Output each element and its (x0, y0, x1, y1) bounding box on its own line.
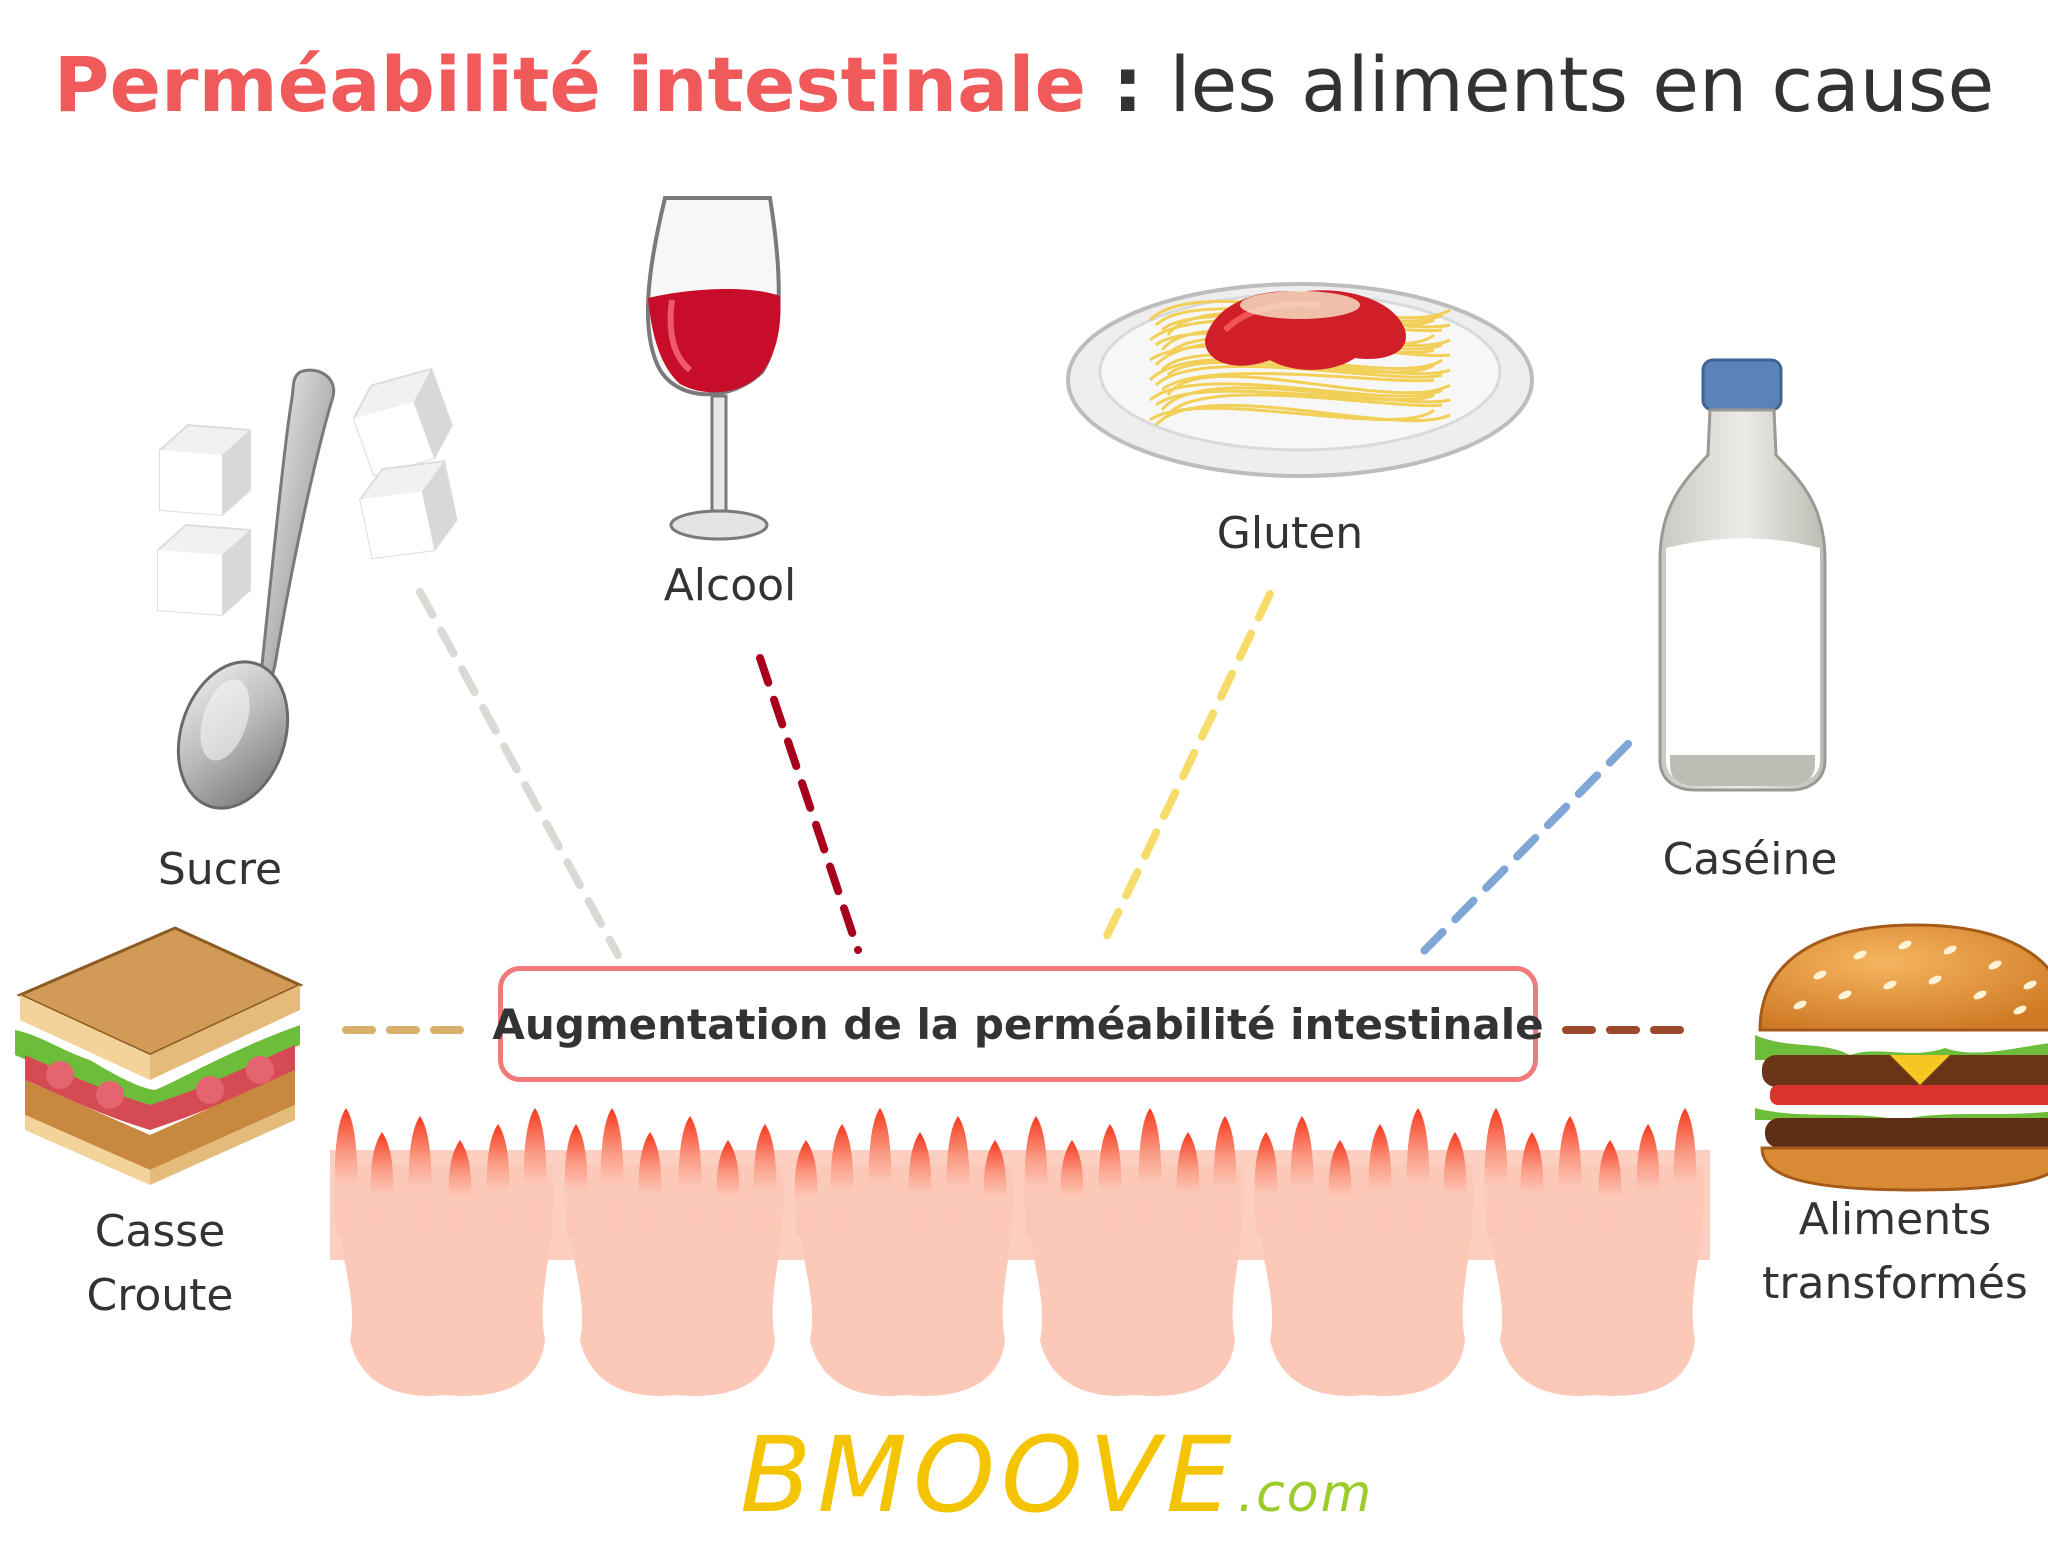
sesame-seed (1838, 990, 1852, 1000)
pasta-strand (1166, 393, 1443, 416)
connector-caseine (1416, 740, 1632, 959)
villus (908, 1132, 932, 1235)
villus (600, 1108, 624, 1235)
sugar-spoon-icon (157, 367, 458, 810)
villus (334, 1108, 358, 1235)
villus (1060, 1140, 1084, 1235)
pasta-strand (1160, 386, 1451, 411)
villus (1254, 1132, 1278, 1235)
connector-sucre (416, 588, 622, 959)
epithelial-cell (1256, 1165, 1474, 1396)
villus (716, 1140, 740, 1235)
epithelial-cell (566, 1165, 784, 1396)
villus (564, 1124, 588, 1235)
sesame-seed (1988, 960, 2002, 970)
villus (1598, 1140, 1622, 1235)
title-accent: Perméabilité intestinale (53, 40, 1087, 129)
pasta-strand (1149, 382, 1443, 402)
sesame-seed (1898, 940, 1912, 950)
pasta-strand (1166, 374, 1451, 396)
villus (370, 1132, 394, 1235)
wine-glass-icon (646, 196, 781, 541)
villus (1024, 1116, 1048, 1235)
label-aliments-transformes-line1: Aliments (1798, 1194, 1992, 1245)
epithelial-cell (1486, 1165, 1704, 1396)
epithelial-cell (336, 1165, 554, 1396)
brand-logo: BMOOVE.com (740, 1420, 1371, 1530)
villus (946, 1116, 970, 1235)
villus (983, 1140, 1007, 1235)
label-aliments-transformes: Aliments transformés (1745, 1188, 2045, 1316)
title-separator: : (1086, 40, 1170, 129)
sandwich-icon (15, 926, 304, 1185)
epithelial-cell (1026, 1165, 1244, 1396)
villus (1558, 1116, 1582, 1235)
pasta-strand (1154, 403, 1451, 426)
spaghetti-plate-icon (1066, 282, 1534, 478)
villus (1673, 1108, 1697, 1235)
sesame-seed (1973, 990, 1987, 1000)
villus (753, 1124, 777, 1235)
milk-bottle-icon (1658, 358, 1827, 792)
villus (1138, 1108, 1162, 1235)
villus (830, 1124, 854, 1235)
villus (678, 1116, 702, 1235)
label-casse-croute-line2: Croute (86, 1270, 234, 1321)
villus (448, 1140, 472, 1235)
sesame-seed (1883, 980, 1897, 990)
burger-icon (1755, 923, 2048, 1192)
page-title: Perméabilité intestinale : les aliments … (0, 40, 2048, 129)
villus (1098, 1124, 1122, 1235)
label-casse-croute: Casse Croute (60, 1200, 260, 1328)
central-effect-box: Augmentation de la perméabilité intestin… (492, 966, 1544, 1082)
sesame-seed (2023, 980, 2037, 990)
central-effect-label: Augmentation de la perméabilité intestin… (492, 999, 1544, 1049)
sesame-seed (1813, 970, 1827, 980)
title-rest: les aliments en cause (1169, 40, 1995, 129)
intestinal-villi-illustration (330, 1108, 1710, 1396)
villus (1176, 1132, 1200, 1235)
label-casse-croute-line1: Casse (94, 1206, 226, 1257)
villus (523, 1108, 547, 1235)
epithelial-cell (796, 1165, 1014, 1396)
villus (1368, 1124, 1392, 1235)
villus (638, 1132, 662, 1235)
connector-alcool (756, 654, 862, 954)
brand-main: BMOOVE (740, 1414, 1238, 1536)
villus (486, 1124, 510, 1235)
villus (1520, 1132, 1544, 1235)
villus (868, 1108, 892, 1235)
sesame-seed (2013, 1005, 2027, 1015)
villus (408, 1116, 432, 1235)
pasta-strand (1161, 372, 1435, 392)
label-alcool: Alcool (663, 560, 797, 611)
villus (1213, 1116, 1237, 1235)
connector-gluten (1101, 590, 1274, 944)
villus (1328, 1140, 1352, 1235)
villus (1443, 1132, 1467, 1235)
label-caseine: Caséine (1662, 834, 1838, 885)
label-gluten: Gluten (1216, 508, 1364, 559)
villus (1636, 1124, 1660, 1235)
label-sucre: Sucre (157, 844, 283, 895)
sesame-seed (1928, 975, 1942, 985)
villus (1406, 1108, 1430, 1235)
sesame-seed (1943, 945, 1957, 955)
villus (1290, 1116, 1314, 1235)
villus (1484, 1108, 1508, 1235)
villus (794, 1140, 818, 1235)
sesame-seed (1793, 1000, 1807, 1010)
brand-sub: .com (1237, 1464, 1374, 1524)
sesame-seed (1853, 950, 1867, 960)
label-aliments-transformes-line2: transformés (1762, 1258, 2028, 1309)
